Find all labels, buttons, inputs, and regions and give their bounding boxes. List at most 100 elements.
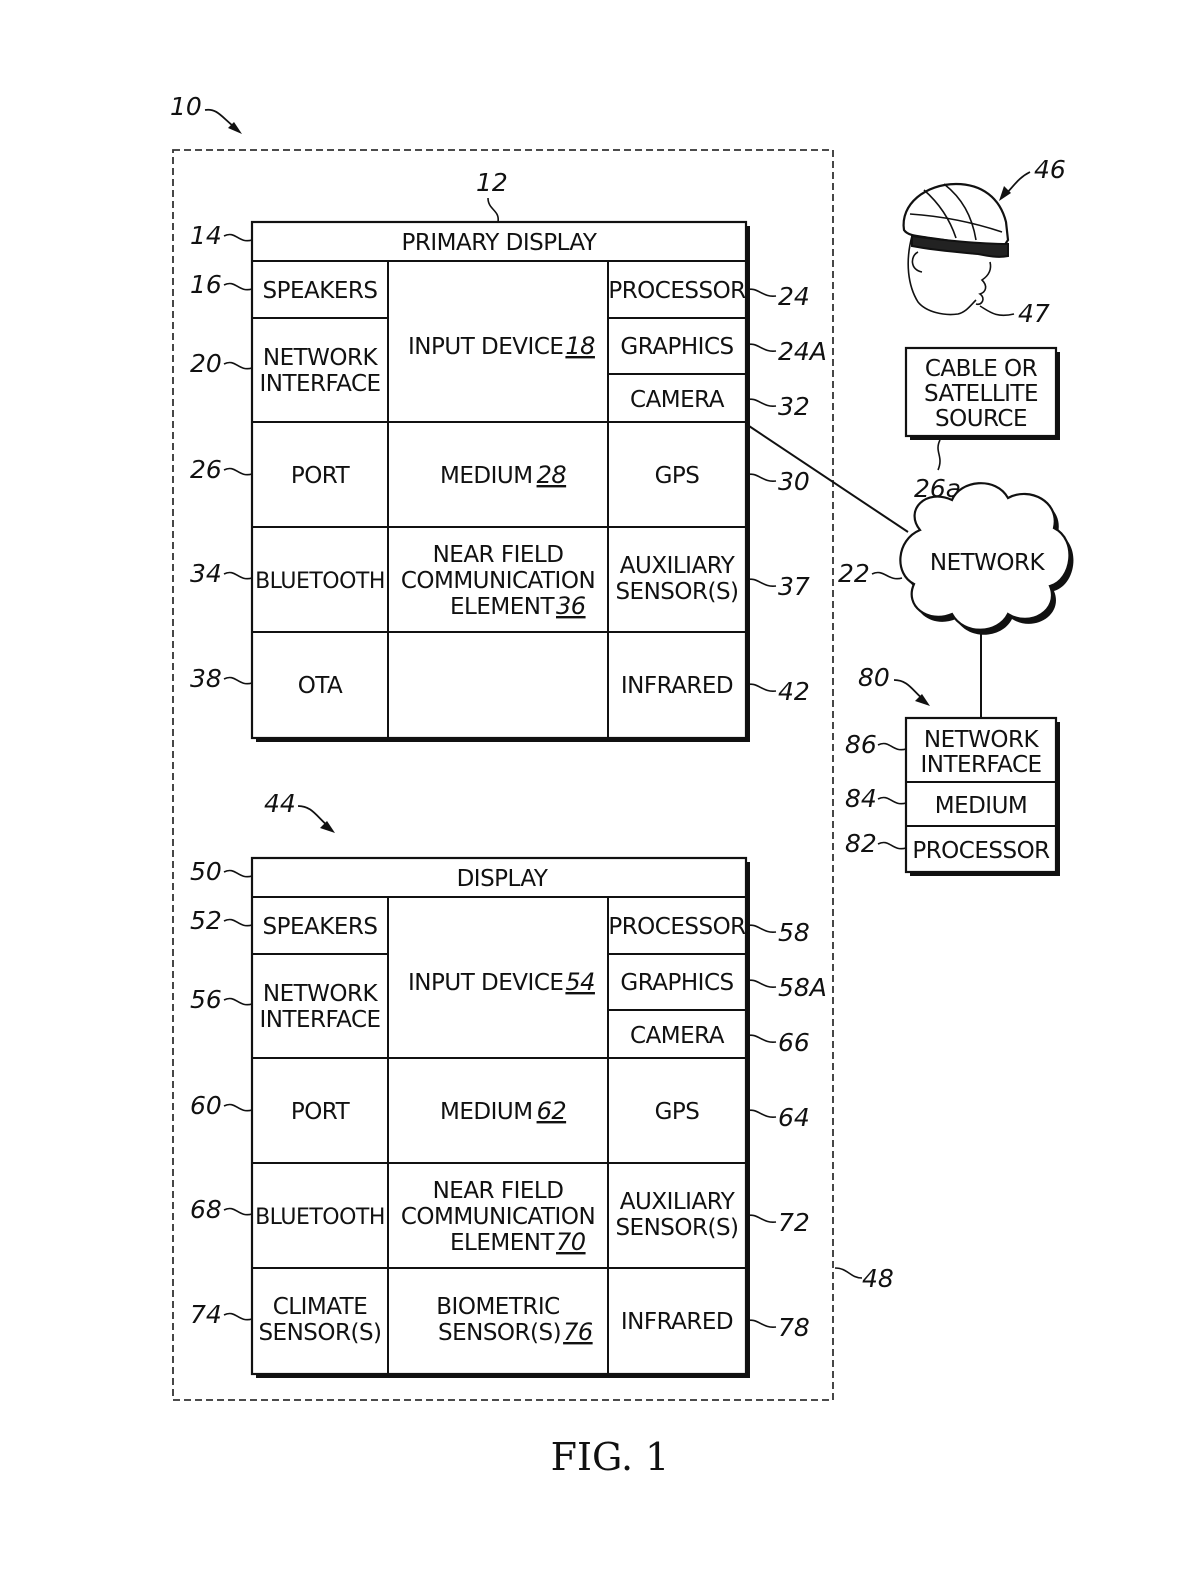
primary-display-label: PRIMARY DISPLAY — [402, 230, 598, 256]
network-interface-label: NETWORK — [263, 981, 379, 1007]
gps-label: GPS — [655, 1099, 700, 1125]
face-profile — [975, 261, 992, 306]
biometric-ref: 76 — [563, 1318, 593, 1346]
visor — [911, 234, 1009, 258]
leader — [745, 683, 777, 692]
network-cloud-shape — [899, 482, 1071, 631]
server-network-interface-label: INTERFACE — [920, 752, 1041, 778]
ref-24a: 24A — [778, 337, 827, 366]
nfc-label: NEAR FIELD — [433, 1178, 564, 1204]
nfc-ref: 36 — [556, 592, 586, 620]
helmet-stripe — [923, 189, 957, 239]
headset-wearer-icon: 46 47 — [902, 155, 1066, 328]
leader — [877, 742, 907, 751]
server-medium-label: MEDIUM — [935, 793, 1028, 819]
source-label: SATELLITE — [924, 381, 1038, 407]
device-12: 12 PRIMARY DISPLAY SPEAKERS NETWORK INTE… — [190, 168, 827, 742]
camera-label: CAMERA — [630, 387, 725, 413]
bluetooth-label: BLUETOOTH — [255, 569, 385, 594]
medium-text: MEDIUM — [440, 463, 533, 489]
graphics-label: GRAPHICS — [620, 334, 733, 360]
infrared-label: INFRARED — [621, 673, 733, 699]
device-44-arrowhead — [320, 821, 335, 833]
source-label: SOURCE — [935, 406, 1027, 432]
camera-label: CAMERA — [630, 1023, 725, 1049]
source-box-frame — [904, 346, 1058, 438]
ref-38: 38 — [190, 664, 222, 693]
server: 80 NETWORK INTERFACE MEDIUM PROCESSOR 86… — [845, 663, 1060, 876]
ref-50: 50 — [190, 857, 222, 886]
ref-66: 66 — [778, 1028, 810, 1057]
leader — [223, 1207, 253, 1216]
network-link — [745, 423, 909, 533]
input-device-text: INPUT DEVICE — [408, 970, 563, 996]
device-44-ref: 44 — [264, 789, 296, 818]
device-12-frame — [250, 220, 748, 740]
device-12-leader — [487, 197, 499, 223]
medium-ref: 62 — [537, 1097, 567, 1125]
source-box: CABLE OR SATELLITE SOURCE 26a — [904, 346, 1060, 503]
network-interface-label: INTERFACE — [259, 371, 380, 397]
headset-ref: 46 — [1034, 155, 1066, 184]
port-label: PORT — [291, 463, 351, 489]
medium-text: MEDIUM — [440, 1099, 533, 1125]
nfc-text: ELEMENT — [450, 594, 555, 620]
biometric-sensor-label: SENSOR(S)76 — [438, 1318, 593, 1346]
ref-42: 42 — [778, 677, 810, 706]
ref-68: 68 — [190, 1195, 222, 1224]
server-frame — [904, 716, 1058, 874]
ref-20: 20 — [190, 349, 222, 378]
ref-34: 34 — [190, 559, 222, 588]
wearer-ref: 47 — [1018, 299, 1050, 328]
ref-56: 56 — [190, 985, 222, 1014]
climate-sensor-label: SENSOR(S) — [258, 1320, 381, 1346]
leader — [877, 841, 907, 850]
bluetooth-label: BLUETOOTH — [255, 1205, 385, 1230]
leader — [223, 361, 253, 370]
input-device-ref: 18 — [565, 332, 595, 360]
ref-86: 86 — [845, 730, 877, 759]
medium-ref: 28 — [537, 461, 567, 489]
nfc-label: ELEMENT36 — [450, 592, 586, 620]
nfc-text: ELEMENT — [450, 1230, 555, 1256]
leader — [223, 918, 253, 927]
headset-arrowhead — [999, 186, 1011, 201]
biometric-text: SENSOR(S) — [438, 1320, 561, 1346]
aux-sensor-label: AUXILIARY — [620, 1189, 736, 1215]
source-leader — [937, 439, 941, 471]
ref-58: 58 — [778, 918, 810, 947]
ear — [911, 251, 923, 273]
ref-52: 52 — [190, 906, 222, 935]
nfc-label: NEAR FIELD — [433, 542, 564, 568]
climate-sensor-label: CLIMATE — [273, 1294, 368, 1320]
figure-caption: FIG. 1 — [551, 1435, 670, 1479]
leader — [223, 233, 253, 242]
ref-84: 84 — [845, 784, 877, 813]
infrared-label: INFRARED — [621, 1309, 733, 1335]
leader — [745, 1319, 777, 1328]
ota-label: OTA — [298, 673, 343, 699]
processor-label: PROCESSOR — [608, 914, 746, 940]
leader — [745, 924, 777, 933]
wearer-leader — [979, 305, 1015, 317]
network-label: NETWORK — [930, 550, 1046, 576]
device-12-ref: 12 — [476, 168, 508, 197]
housing-outline — [172, 149, 834, 1401]
server-arrowhead — [915, 694, 930, 706]
leader — [745, 1214, 777, 1223]
leader — [745, 1109, 777, 1118]
display-label: DISPLAY — [457, 866, 549, 892]
ref-30: 30 — [778, 467, 810, 496]
biometric-sensor-label: BIOMETRIC — [436, 1294, 559, 1320]
nfc-label: COMMUNICATION — [401, 1204, 595, 1230]
network-interface-label: INTERFACE — [259, 1007, 380, 1033]
device-44: 44 DISPLAY SPEAKERS NETWORK INTERFACE IN… — [190, 789, 827, 1378]
leader — [223, 676, 253, 685]
server-network-interface-label: NETWORK — [924, 727, 1040, 753]
input-device-label: INPUT DEVICE18 — [408, 332, 595, 360]
network-cloud: NETWORK 22 — [745, 423, 1074, 718]
input-device-label: INPUT DEVICE54 — [408, 968, 595, 996]
network-ref: 22 — [838, 559, 870, 588]
leader — [223, 1103, 253, 1112]
